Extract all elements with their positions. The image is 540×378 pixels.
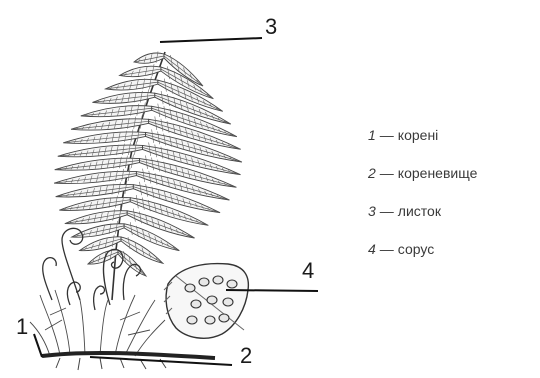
legend-dash: — <box>380 203 394 219</box>
frond <box>54 51 242 300</box>
rhizome <box>42 353 215 370</box>
sorus-detail <box>164 264 248 339</box>
legend-row-roots: 1 — корені <box>368 116 477 154</box>
callout-number-3: 3 <box>265 14 277 40</box>
legend-row-sorus: 4 — сорус <box>368 230 477 268</box>
legend-text: листок <box>398 203 441 219</box>
legend-text: корені <box>398 127 438 143</box>
legend-text: кореневище <box>398 165 478 181</box>
legend-number: 3 <box>368 203 376 219</box>
legend-dash: — <box>380 127 394 143</box>
legend-text: сорус <box>398 241 434 257</box>
pinna-midrib <box>136 174 229 200</box>
legend-row-rhizome: 2 — кореневище <box>368 154 477 192</box>
legend-dash: — <box>380 241 394 257</box>
callout-number-2: 2 <box>240 343 252 369</box>
legend-dash: — <box>380 165 394 181</box>
frond-pinna <box>119 66 160 77</box>
leader-line-3 <box>160 38 262 42</box>
callout-number-4: 4 <box>302 258 314 284</box>
basal-leaves <box>30 290 165 356</box>
legend-row-leaf: 3 — листок <box>368 192 477 230</box>
legend: 1 — корені 2 — кореневище 3 — листок 4 —… <box>368 116 477 268</box>
legend-number: 4 <box>368 241 376 257</box>
callout-number-1: 1 <box>16 314 28 340</box>
legend-number: 2 <box>368 165 376 181</box>
frond-pinna <box>92 92 154 103</box>
leader-line-4 <box>226 290 318 291</box>
legend-number: 1 <box>368 127 376 143</box>
leader-line-1 <box>34 334 42 357</box>
